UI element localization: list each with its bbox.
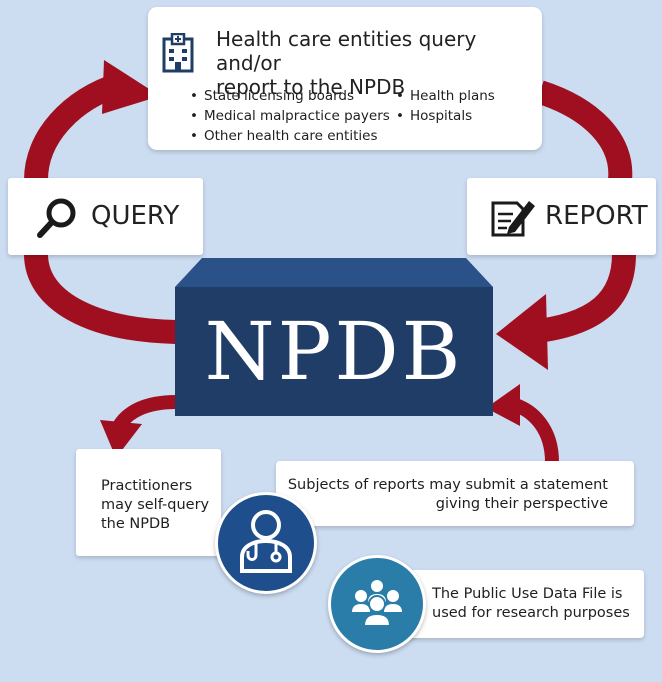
doctor-icon: [240, 510, 292, 573]
list-item: State licensing boards: [190, 86, 390, 106]
query-box: QUERY: [8, 178, 203, 255]
report-to-npdb-arrowhead: [496, 294, 548, 370]
subjects-to-npdb-arrowhead: [486, 384, 520, 426]
doctor-circle: [215, 492, 317, 594]
list-item: Hospitals: [396, 106, 495, 126]
entities-list-left: State licensing boards Medical malpracti…: [190, 86, 390, 146]
npdb-block: NPDB: [175, 287, 493, 416]
query-down-arrow: [24, 253, 177, 344]
npdb-to-practitioners-arrowhead: [100, 420, 142, 458]
list-item: Health plans: [396, 86, 495, 106]
public-file-text: The Public Use Data File is used for res…: [432, 585, 642, 623]
public-file-line: used for research purposes: [432, 605, 630, 621]
group-circle: [328, 555, 426, 653]
list-item: Medical malpractice payers: [190, 106, 390, 126]
query-up-arrowhead: [102, 60, 160, 114]
npdb-label: NPDB: [204, 305, 464, 398]
report-edit-icon: [491, 201, 535, 237]
report-box: REPORT: [467, 178, 656, 255]
subjects-line: giving their perspective: [435, 496, 608, 512]
search-icon: [37, 198, 76, 238]
query-label: QUERY: [91, 201, 180, 231]
practitioners-line: the NPDB: [101, 516, 171, 532]
practitioners-line: may self-query: [101, 497, 210, 513]
report-to-npdb-arrow: [528, 253, 636, 344]
practitioners-text: Practitioners may self-query the NPDB: [101, 477, 209, 534]
report-down-arrow: [536, 80, 633, 182]
subjects-line: Subjects of reports may submit a stateme…: [287, 477, 608, 493]
practitioners-box: Practitioners may self-query the NPDB: [76, 449, 221, 556]
group-people-icon: [352, 580, 402, 627]
hospital-building-icon: [162, 33, 194, 73]
entities-box: Health care entities query and/or report…: [148, 7, 542, 150]
entities-list-right: Health plans Hospitals: [396, 86, 495, 126]
practitioners-line: Practitioners: [101, 478, 193, 494]
subjects-text: Subjects of reports may submit a stateme…: [278, 476, 608, 514]
report-label: REPORT: [545, 201, 648, 231]
entities-title-line1: Health care entities query and/or: [216, 27, 477, 75]
list-item: Other health care entities: [190, 126, 390, 146]
subjects-box: Subjects of reports may submit a stateme…: [276, 461, 634, 526]
public-file-line: The Public Use Data File is: [432, 586, 623, 602]
